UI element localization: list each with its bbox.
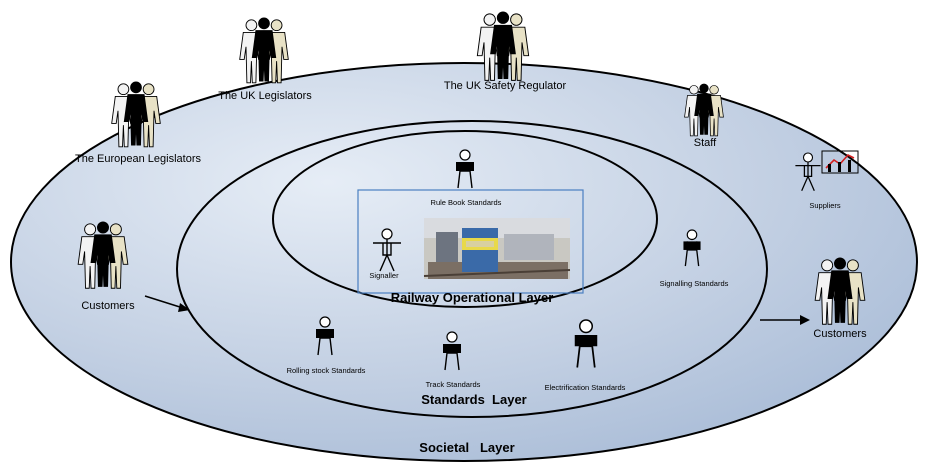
staff-label: Staff — [694, 137, 717, 149]
signaller-label: Signaller — [369, 271, 399, 280]
customers-out-label: Customers — [813, 328, 867, 340]
rule-book-standards-label: Rule Book Standards — [431, 198, 502, 207]
uk-safety-regulator-label: The UK Safety Regulator — [444, 80, 567, 92]
operational-layer-ellipse — [272, 130, 658, 308]
supplier-figure — [794, 150, 859, 192]
operational-box — [357, 189, 584, 294]
customers-out-arrow — [760, 315, 810, 325]
uk-legislators-label: The UK Legislators — [218, 90, 312, 102]
train-photo — [423, 218, 571, 279]
rolling-stock-standards-label: Rolling stock Standards — [287, 366, 366, 375]
standards-layer-ellipse — [176, 120, 768, 418]
signalling-standards-label: Signalling Standards — [660, 279, 729, 288]
operational-layer-label: Railway Operational Layer — [391, 290, 554, 305]
suppliers-label: Suppliers — [809, 201, 841, 210]
customers-in-label: Customers — [81, 300, 135, 312]
standards-layer-label: Standards Layer — [421, 392, 527, 407]
uk-legislators-figure — [240, 18, 289, 83]
societal-layer-label: Societal Layer — [419, 440, 514, 455]
electrification-standards-label: Electrification Standards — [545, 383, 626, 392]
european-legislators-label: The European Legislators — [75, 153, 201, 165]
track-standards-label: Track Standards — [426, 380, 481, 389]
customers-in-arrow — [144, 295, 190, 312]
